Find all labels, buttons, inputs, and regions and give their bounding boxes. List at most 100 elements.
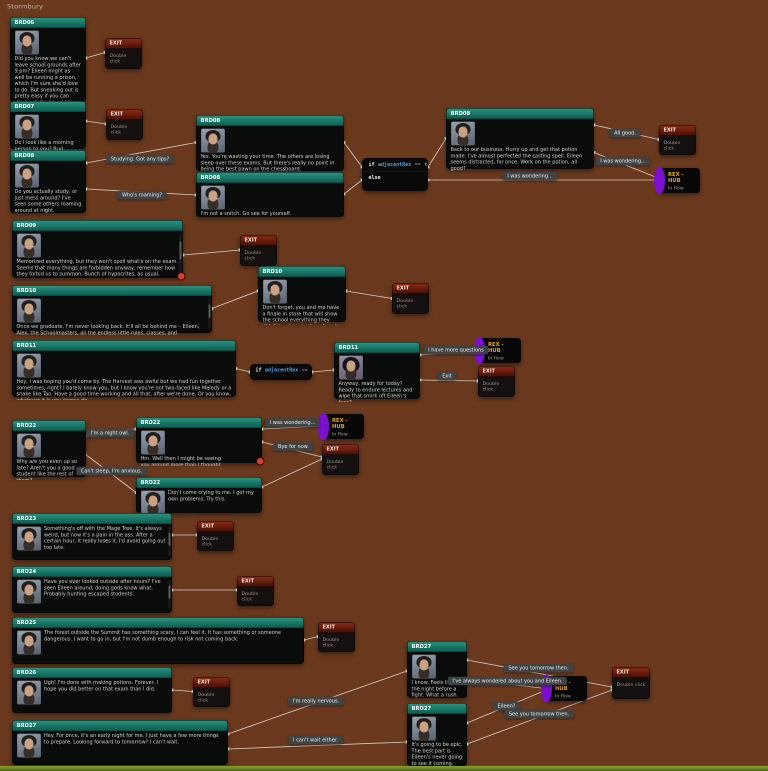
edge-label-eileen[interactable]: Eileen? xyxy=(493,701,520,711)
exit-title: EXIT xyxy=(197,521,234,532)
exit-node[interactable]: EXIT Double click xyxy=(659,125,696,155)
edge-label-wondering[interactable]: I was wondering... xyxy=(265,418,320,427)
character-portrait xyxy=(201,185,225,210)
dialogue-node-brd22a[interactable]: BRD22 Hm. Well then I might be seeing yo… xyxy=(136,417,265,466)
exit-node[interactable]: EXIT Double click xyxy=(197,521,234,551)
character-portrait xyxy=(263,279,287,304)
dialogue-node-brd06[interactable]: BRD06 Did you know we can't leave school… xyxy=(10,17,86,105)
dialogue-node-brd22b[interactable]: BRD22 Don't come crying to me. I got my … xyxy=(136,477,262,515)
dialogue-node-brd27a[interactable]: BRD27 I know. Feels like the night befor… xyxy=(407,641,467,698)
condition-variable: adjacentRex xyxy=(265,367,299,374)
node-text: Don't come crying to me. I got my own pr… xyxy=(168,490,254,502)
condition-node[interactable]: if adjacentRex == true xyxy=(250,364,312,380)
condition-operator: == xyxy=(414,162,421,168)
exit-node[interactable]: EXIT Double click xyxy=(322,444,359,475)
exit-title: EXIT xyxy=(237,576,274,587)
character-portrait xyxy=(17,526,41,551)
edge-label-studying[interactable]: Studying. Got any tips? xyxy=(106,154,174,164)
exit-node[interactable]: EXIT Double click xyxy=(106,109,143,140)
dialogue-node-brd10[interactable]: BRD10 Once we graduate, I'm never lookin… xyxy=(12,285,212,336)
character-portrait xyxy=(17,433,41,458)
exit-title: EXIT xyxy=(240,235,277,246)
exit-node[interactable]: EXIT Double click xyxy=(105,38,142,69)
exit-title: EXIT xyxy=(392,283,429,294)
edge-label-roaming[interactable]: Who's roaming? xyxy=(117,190,167,200)
exit-hint: Double click xyxy=(326,459,344,470)
condition-else-row: else xyxy=(362,171,428,184)
dialogue-node-brd09[interactable]: BRD09 Memorized everything, but they won… xyxy=(12,220,186,281)
node-title: BRD08 xyxy=(196,115,344,126)
node-scrollbar[interactable] xyxy=(168,526,171,556)
edge-label-more-questions[interactable]: I have more questions xyxy=(423,345,489,355)
edge-label-bye[interactable]: Bye for now. xyxy=(273,442,314,451)
character-portrait xyxy=(17,233,41,258)
node-title: BRD10 xyxy=(12,285,212,296)
character-portrait xyxy=(201,128,225,153)
exit-hint: Double click xyxy=(396,298,414,309)
edge-label-wondering[interactable]: I was wondering... xyxy=(502,171,558,181)
dialogue-node-brd11[interactable]: BRD11 Hey, I was hoping you'd come by. T… xyxy=(12,340,236,400)
dialogue-node-brd10a[interactable]: BRD10 Don't forget, you and me have a fi… xyxy=(258,266,346,325)
character-portrait xyxy=(339,355,363,380)
character-portrait xyxy=(15,30,39,55)
edge-label-exit[interactable]: Exit xyxy=(437,371,457,381)
node-title: BRD27 xyxy=(407,641,467,652)
dialogue-node-brd27b[interactable]: BRD27 It's going to be epic. The best pa… xyxy=(407,703,467,766)
condition-node[interactable]: if adjacentRex == true else xyxy=(362,158,428,191)
edge-label-all-good[interactable]: All good. xyxy=(609,128,641,138)
exit-node[interactable]: EXIT Double click xyxy=(193,677,230,707)
exit-node[interactable]: EXIT Double click xyxy=(478,366,515,397)
edge-label-see-you[interactable]: See you tomorrow then. xyxy=(504,709,574,719)
condition-if-row: if adjacentRex == true xyxy=(251,365,312,377)
exit-node[interactable]: EXIT Double click xyxy=(392,283,429,314)
exit-hint: Double click xyxy=(663,140,681,151)
dialogue-node-brd22[interactable]: BRD22 Why are you even up so late? Aren'… xyxy=(12,420,86,480)
edge-label-cant-sleep[interactable]: Can't sleep, I'm anxious. xyxy=(76,466,147,476)
edge-label-nervous[interactable]: I'm really nervous. xyxy=(288,696,344,706)
dialogue-node-brd25[interactable]: BRD25 The forest outside the Summit has … xyxy=(12,617,304,664)
character-portrait xyxy=(17,353,41,378)
dialogue-node-brd27[interactable]: BRD27 Hey. For once, it's an early night… xyxy=(12,720,228,765)
node-text: Have you ever looked outside after hours… xyxy=(44,579,161,597)
node-scrollbar[interactable] xyxy=(208,298,211,329)
dialogue-node-brd07[interactable]: BRD07 Do I look like a morning person to… xyxy=(10,101,86,152)
script-tag[interactable]: @TheBully xyxy=(16,280,51,281)
node-text: Hm. Well then I might be seeing you arou… xyxy=(140,456,223,466)
hub-title: REX - HUB xyxy=(332,417,348,430)
exit-node[interactable]: EXIT Double click xyxy=(318,622,355,652)
edge-label-see-you[interactable]: See you tomorrow then. xyxy=(503,663,574,673)
node-text: The forest outside the Summit has someth… xyxy=(44,630,282,642)
exit-hint: Double click xyxy=(241,591,259,602)
node-text: Something's off with the Mage Tree. It's… xyxy=(44,526,166,551)
hub-subtitle: In flow xyxy=(488,355,504,362)
dialogue-node-brd24[interactable]: BRD24 Have you ever looked outside after… xyxy=(12,566,172,613)
node-text: Ugh! I'm done with making potions. Forev… xyxy=(44,680,158,692)
node-text: Don't forget, you and me have a finale i… xyxy=(262,305,340,325)
exit-node[interactable]: EXIT Double click xyxy=(612,667,650,699)
dialogue-node-brd11a[interactable]: BRD11 Anyway, ready for today? Ready to … xyxy=(334,342,420,402)
dialogue-node-brd08b[interactable]: BRD08 I'm not a snitch. Go see for yours… xyxy=(196,172,344,217)
edge-label-wondering[interactable]: I was wondering... xyxy=(595,156,651,166)
hub-jump-node[interactable]: REX - HUB In flow xyxy=(654,166,700,195)
edge-label-night-owl[interactable]: I'm a night owl. xyxy=(86,428,134,438)
node-title: BRD11 xyxy=(334,342,420,353)
node-text: Hey. For once, it's an early night for m… xyxy=(44,733,219,745)
dialogue-node-brd08[interactable]: BRD08 Do you actually study, or just mes… xyxy=(10,150,86,213)
node-title: BRD09 xyxy=(12,220,183,231)
node-text: Did you know we can't leave school groun… xyxy=(14,56,81,105)
node-scrollbar[interactable] xyxy=(168,579,171,609)
node-title: BRD08 xyxy=(446,108,594,119)
node-scrollbar[interactable] xyxy=(179,233,182,274)
exit-node[interactable]: EXIT Double click xyxy=(240,235,277,266)
hub-jump-node[interactable]: REX - HUB In flow xyxy=(318,412,364,441)
dialogue-node-brd08a[interactable]: BRD08 Yes. You're wasting your time. The… xyxy=(196,115,344,172)
exit-node[interactable]: EXIT Double click xyxy=(237,576,274,606)
dialogue-node-brd26[interactable]: BRD26 Ugh! I'm done with making potions.… xyxy=(12,667,172,713)
dialogue-node-brd08c[interactable]: BRD08 Back to our business. Hurry up and… xyxy=(446,108,594,171)
edge-label-cant-wait[interactable]: I can't wait either. xyxy=(288,735,343,745)
character-portrait xyxy=(412,716,436,741)
alert-badge xyxy=(177,272,186,281)
edge-label-wondered-eileen[interactable]: I've always wondered about you and Eilee… xyxy=(447,676,568,686)
dialogue-node-brd23[interactable]: BRD23 Something's off with the Mage Tree… xyxy=(12,513,172,560)
